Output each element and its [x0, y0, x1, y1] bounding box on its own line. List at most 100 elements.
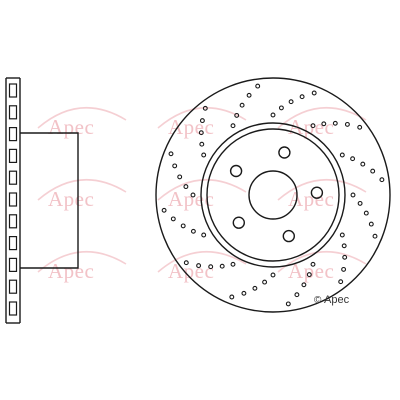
watermark: Apec	[37, 250, 127, 283]
drill-hole	[230, 123, 236, 129]
drill-hole	[229, 294, 235, 300]
drill-hole	[161, 207, 167, 213]
watermark: Apec	[157, 106, 247, 139]
watermark-text: Apec	[48, 115, 94, 139]
disc-outer-edge	[155, 77, 391, 313]
drill-hole	[311, 90, 317, 96]
watermark: Apec	[37, 106, 127, 139]
drill-hole	[199, 141, 205, 147]
drill-hole	[344, 121, 350, 127]
vent-slot	[8, 236, 18, 251]
drill-hole	[332, 120, 338, 126]
drill-hole	[234, 112, 240, 118]
watermark: Apec	[37, 178, 127, 211]
disc-front-view	[155, 77, 391, 313]
vent-slot	[8, 192, 18, 207]
drill-hole	[372, 233, 378, 239]
bolt-hole	[282, 229, 295, 243]
drill-hole	[360, 161, 366, 167]
drill-hole	[168, 151, 174, 157]
hub-outer-edge	[206, 128, 340, 262]
drill-hole	[255, 83, 261, 89]
drill-hole	[338, 279, 344, 285]
vent-slot	[8, 214, 18, 229]
drill-hole	[285, 301, 291, 307]
drill-hole	[219, 263, 225, 269]
vent-slot	[8, 257, 18, 272]
drill-hole	[350, 192, 356, 198]
drill-hole	[379, 177, 385, 183]
watermark: Apec	[277, 106, 367, 139]
drill-holes	[161, 83, 385, 307]
brand-mark: © Apec	[314, 294, 350, 306]
watermark-text: Apec	[168, 115, 214, 139]
drill-hole	[190, 228, 196, 234]
drill-hole	[350, 156, 356, 162]
drill-hole	[341, 243, 347, 249]
bolt-hole	[310, 186, 324, 199]
drill-hole	[357, 200, 363, 206]
drill-hole	[368, 221, 374, 227]
drill-hole	[202, 105, 208, 111]
drill-hole	[239, 102, 245, 108]
watermark: Apec	[277, 178, 367, 211]
drill-hole	[278, 105, 284, 111]
drill-hole	[339, 152, 345, 158]
drill-hole	[230, 261, 236, 267]
watermark-text: Apec	[288, 259, 334, 283]
bolt-hole	[232, 216, 246, 229]
drill-hole	[306, 272, 312, 278]
drill-hole	[199, 118, 205, 124]
hub-hat-profile	[20, 132, 79, 269]
vent-slot	[8, 148, 18, 163]
drill-hole	[301, 282, 307, 288]
drill-hole	[294, 292, 300, 298]
drill-hole	[270, 272, 276, 278]
disc-side-view	[5, 77, 79, 324]
vent-slot	[8, 279, 18, 294]
drill-hole	[208, 264, 214, 270]
drill-hole	[198, 130, 204, 136]
vent-slot	[8, 170, 18, 185]
watermark-text: Apec	[288, 187, 334, 211]
watermark: Apec	[277, 250, 367, 283]
vent-slot	[8, 126, 18, 142]
drill-hole	[321, 121, 327, 127]
copyright-symbol: ©	[314, 295, 322, 306]
watermark-text: Apec	[48, 187, 94, 211]
drill-hole	[180, 223, 186, 229]
drill-hole	[190, 192, 196, 198]
watermark-text: Apec	[48, 259, 94, 283]
drill-hole	[370, 168, 376, 174]
drill-hole	[172, 163, 178, 169]
vent-slot	[8, 105, 18, 120]
drill-hole	[288, 99, 294, 105]
drill-hole	[262, 279, 268, 285]
drill-hole	[201, 152, 207, 158]
drill-hole	[342, 254, 348, 260]
watermark-layer: Apec Apec Apec Apec Apec Apec Apec Apec	[37, 106, 367, 283]
bolt-holes	[229, 146, 324, 243]
drill-hole	[252, 285, 258, 291]
drill-hole	[357, 124, 363, 130]
drill-hole	[270, 112, 276, 118]
braking-surface-inner-edge	[200, 122, 346, 268]
watermark: Apec	[157, 250, 247, 283]
drill-hole	[246, 92, 252, 98]
center-bore	[248, 170, 298, 220]
drill-hole	[183, 260, 189, 266]
drill-hole	[201, 232, 207, 238]
vent-slots	[8, 83, 18, 316]
watermark-text: Apec	[168, 187, 214, 211]
drill-hole	[310, 123, 316, 129]
vent-slot	[8, 301, 18, 316]
drill-hole	[339, 232, 345, 238]
brand-name: Apec	[324, 294, 350, 306]
drill-hole	[241, 290, 247, 296]
drill-hole	[341, 266, 347, 272]
bolt-hole	[229, 164, 243, 178]
drill-hole	[363, 210, 369, 216]
drill-hole	[310, 261, 316, 267]
drill-hole	[183, 184, 189, 190]
